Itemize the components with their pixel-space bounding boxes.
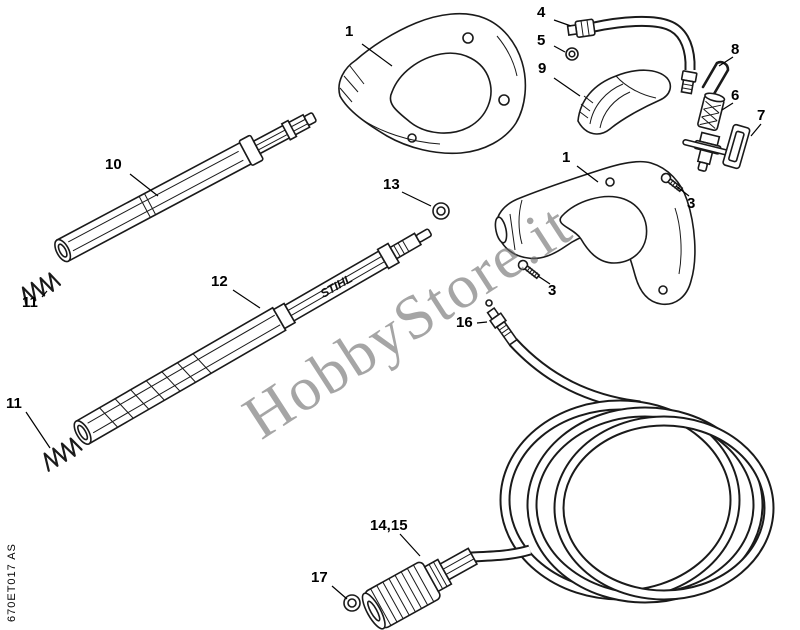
- gun-housing-top-1: [338, 12, 527, 155]
- o-ring-13: [432, 202, 450, 220]
- o-ring-17: [343, 594, 361, 612]
- part-label-17[interactable]: 17: [311, 569, 328, 586]
- part-label-5[interactable]: 5: [537, 32, 546, 49]
- elbow-tube-4: [566, 15, 698, 95]
- hose-connector-16: [486, 306, 519, 347]
- part-label-13[interactable]: 13: [383, 176, 400, 193]
- part-label-1-top[interactable]: 1: [345, 23, 354, 40]
- part-label-6[interactable]: 6: [731, 87, 740, 104]
- part-label-8[interactable]: 8: [731, 41, 740, 58]
- part-label-14-15[interactable]: 14,15: [370, 517, 408, 534]
- spring-11-upper: [21, 272, 62, 306]
- valve-assembly-6: [682, 92, 733, 172]
- part-label-7[interactable]: 7: [757, 107, 766, 124]
- part-label-16[interactable]: 16: [456, 314, 473, 331]
- part-label-10[interactable]: 10: [105, 156, 122, 173]
- part-label-3-lower[interactable]: 3: [548, 282, 557, 299]
- part-label-12[interactable]: 12: [211, 273, 228, 290]
- spray-lance-12: STIHL: [73, 228, 432, 445]
- part-label-4[interactable]: 4: [537, 4, 546, 21]
- document-code: 670ET017 AS: [6, 543, 18, 622]
- spray-wand-10: [54, 112, 317, 263]
- cotter-pin-8: [701, 60, 730, 96]
- part-label-3-right[interactable]: 3: [687, 195, 696, 212]
- gun-housing-bottom-1: [494, 160, 696, 306]
- spring-11-lower: [43, 437, 83, 472]
- connector-pin-16: [485, 299, 493, 307]
- part-label-9[interactable]: 9: [538, 60, 547, 77]
- spring-clip-7: [722, 123, 751, 170]
- hose-14-15: [470, 338, 775, 604]
- hose-coupling-14-15: [361, 547, 479, 630]
- leader-lines: [25, 19, 762, 600]
- screw-3-lower: [517, 259, 541, 280]
- o-ring-5: [565, 47, 579, 61]
- guard-shield-9: [577, 69, 672, 135]
- part-label-11-upper[interactable]: 11: [22, 294, 38, 311]
- part-label-1-bottom[interactable]: 1: [562, 149, 571, 166]
- part-label-11-lower[interactable]: 11: [6, 395, 22, 412]
